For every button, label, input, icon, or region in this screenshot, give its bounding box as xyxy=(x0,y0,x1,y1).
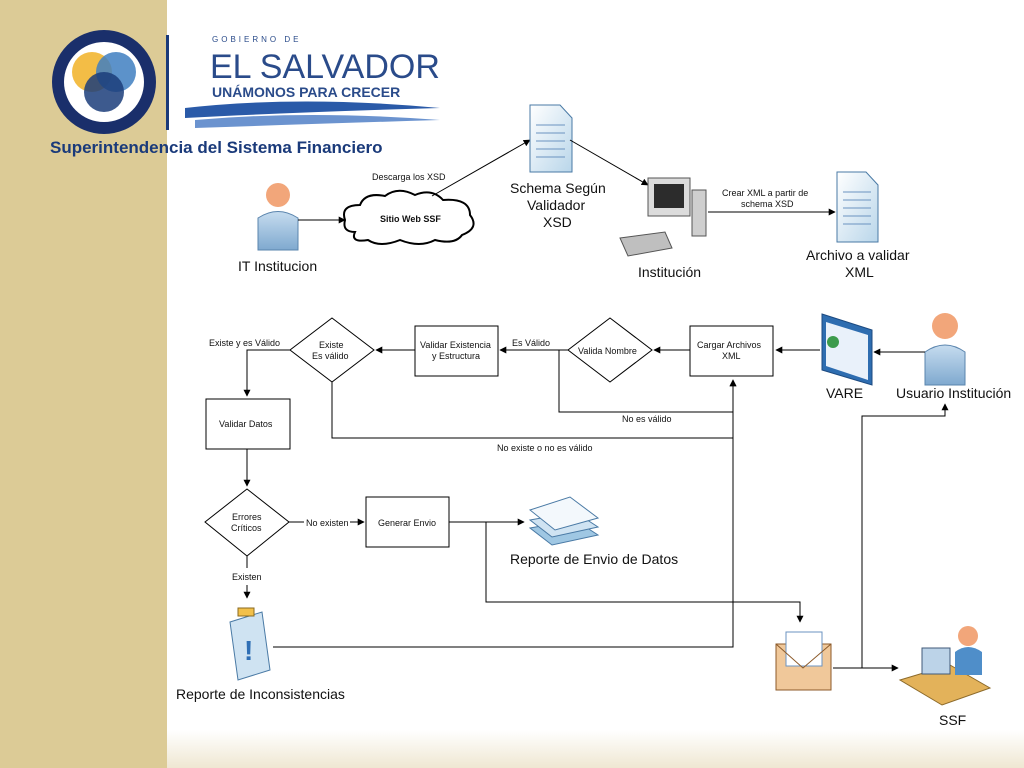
reporte-inconsistencias-label: Reporte de Inconsistencias xyxy=(176,686,345,702)
no-existen-label: No existen xyxy=(306,518,349,528)
create-label-2: schema XSD xyxy=(741,199,794,209)
it-person-icon xyxy=(257,183,299,251)
wave-decoration xyxy=(195,115,440,128)
user-person-icon xyxy=(924,313,966,386)
svg-text:!: ! xyxy=(244,635,253,666)
create-label-1: Crear XML a partir de xyxy=(722,188,808,198)
bottom-decoration xyxy=(167,730,1024,768)
gov-small-text: GOBIERNO DE xyxy=(212,35,301,44)
xml-file-icon xyxy=(836,171,879,243)
existe-valido-label: Existe y es Válido xyxy=(209,338,280,348)
generar-envio-label: Generar Envio xyxy=(378,518,436,528)
validar-existencia-box xyxy=(414,325,499,377)
reporte-envio-label: Reporte de Envio de Datos xyxy=(510,551,678,567)
schema-label-2: Validador xyxy=(527,197,585,213)
it-label: IT Institucion xyxy=(238,258,317,274)
schema-document-icon xyxy=(529,104,573,173)
ssf-operator-icon xyxy=(898,626,992,706)
clipboard-warning-icon: ! xyxy=(229,607,271,681)
institution-name: Superintendencia del Sistema Financiero xyxy=(50,138,383,157)
es-valido-label: Es Válido xyxy=(512,338,550,348)
cloud-icon xyxy=(343,189,475,245)
ssf-label: SSF xyxy=(939,712,966,728)
validar-existencia-label-1: Validar Existencia xyxy=(420,340,491,350)
file-label-1: Archivo a validar xyxy=(806,247,910,263)
existen-label: Existen xyxy=(232,572,262,582)
file-label-2: XML xyxy=(845,264,874,280)
existe-label-1: Existe xyxy=(319,340,344,350)
vare-label: VARE xyxy=(826,385,863,401)
cargar-label-1: Cargar Archivos xyxy=(697,340,762,350)
gov-title: EL SALVADOR xyxy=(210,48,440,86)
report-stack-icon xyxy=(528,496,600,546)
envelope-icon xyxy=(775,631,832,691)
cargar-label-2: XML xyxy=(722,351,741,361)
errores-label-2: Críticos xyxy=(231,523,262,533)
computer-label: Institución xyxy=(638,264,701,280)
schema-label-1: Schema Según xyxy=(510,180,606,196)
existe-diamond xyxy=(289,317,375,383)
logo-divider xyxy=(166,35,169,130)
wave-decoration xyxy=(185,101,440,118)
download-label: Descarga los XSD xyxy=(372,172,446,182)
existe-label-2: Es válido xyxy=(312,351,349,361)
computer-icon xyxy=(619,177,707,257)
gov-slogan: UNÁMONOS PARA CRECER xyxy=(212,84,400,100)
no-es-valido-label: No es válido xyxy=(622,414,672,424)
validar-existencia-label-2: y Estructura xyxy=(432,351,480,361)
valida-nombre-diamond xyxy=(567,317,653,383)
no-existe-label: No existe o no es válido xyxy=(497,443,593,453)
errores-label-1: Errores xyxy=(232,512,262,522)
schema-label-3: XSD xyxy=(543,214,572,230)
validar-datos-box xyxy=(205,398,291,450)
user-label: Usuario Institución xyxy=(896,385,1011,401)
cloud-label: Sitio Web SSF xyxy=(380,214,441,224)
ssf-seal-logo xyxy=(52,30,156,134)
vare-browser-icon xyxy=(821,313,873,386)
valida-nombre-label: Valida Nombre xyxy=(578,346,637,356)
cargar-archivos-box xyxy=(689,325,774,377)
slide-background xyxy=(167,0,1024,768)
validar-datos-label: Validar Datos xyxy=(219,419,273,429)
